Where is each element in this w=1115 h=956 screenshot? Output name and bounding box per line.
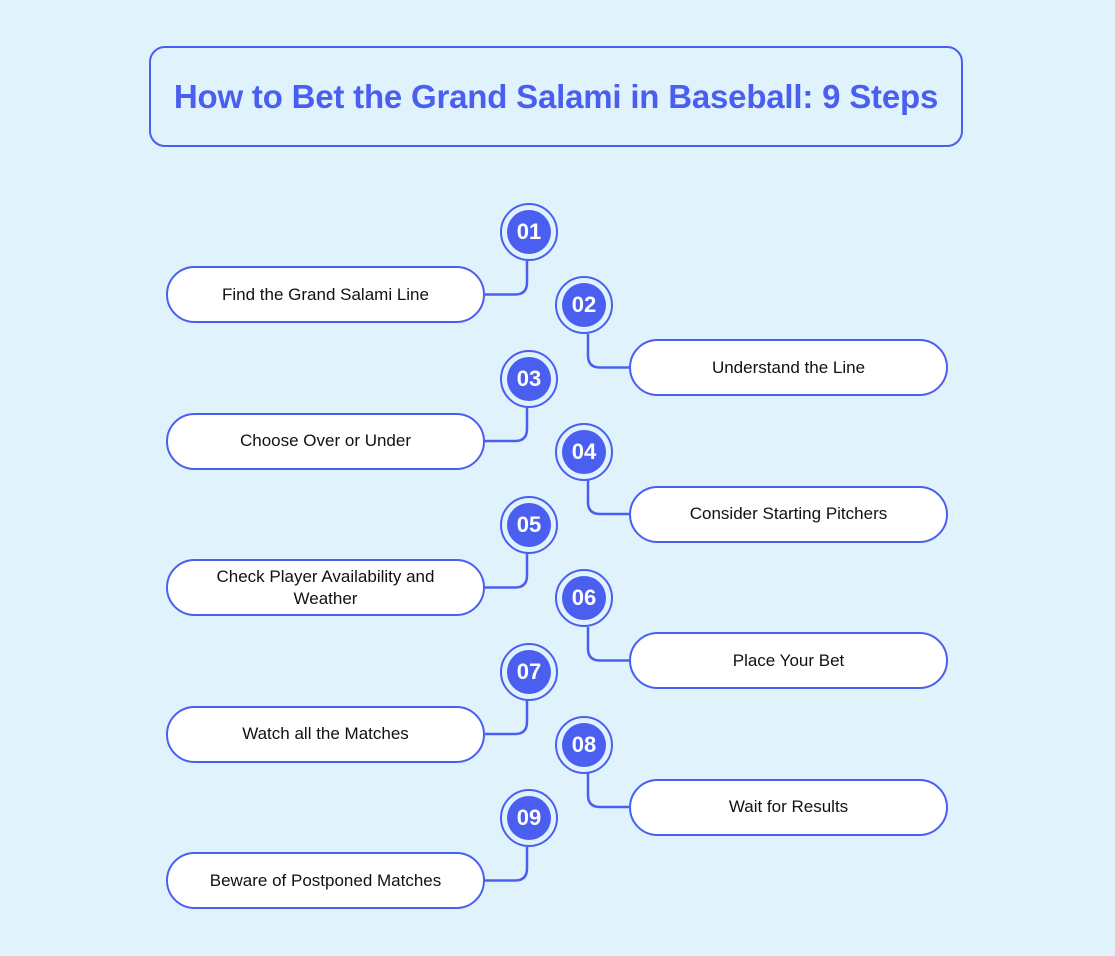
step-number-ring: 02 [555, 276, 613, 334]
step-label-pill: Beware of Postponed Matches [166, 852, 485, 909]
step-label-pill: Find the Grand Salami Line [166, 266, 485, 323]
connector-06 [586, 627, 629, 662]
connector-03 [485, 407, 529, 443]
connector-05 [485, 554, 529, 589]
step-number-ring: 04 [555, 422, 613, 481]
connector-02 [586, 334, 629, 369]
connector-08 [586, 773, 629, 809]
step-number-ring: 01 [500, 203, 558, 261]
step-number-badge: 09 [507, 796, 551, 840]
step-number-badge: 02 [562, 283, 606, 327]
step-number-ring: 05 [500, 496, 558, 554]
step-number-ring: 03 [500, 349, 558, 408]
infographic-title: How to Bet the Grand Salami in Baseball:… [173, 77, 939, 115]
step-number-badge: 04 [562, 429, 606, 474]
step-number-badge: 03 [507, 356, 551, 401]
step-number-badge: 06 [562, 576, 606, 620]
step-number-badge: 05 [507, 503, 551, 547]
title-box: How to Bet the Grand Salami in Baseball:… [149, 46, 963, 147]
step-number-ring: 09 [500, 789, 558, 847]
step-number-ring: 06 [555, 569, 613, 627]
step-label-pill: Place Your Bet [629, 632, 948, 689]
step-label-pill: Wait for Results [629, 778, 948, 836]
step-label-pill: Watch all the Matches [166, 705, 485, 763]
connector-07 [485, 700, 529, 736]
step-label-pill: Consider Starting Pitchers [629, 485, 948, 543]
connector-04 [586, 480, 629, 516]
step-number-badge: 07 [507, 649, 551, 694]
step-number-ring: 07 [500, 642, 558, 701]
connector-09 [485, 847, 529, 882]
step-label-pill: Choose Over or Under [166, 412, 485, 470]
step-number-badge: 08 [562, 722, 606, 767]
step-label-pill: Understand the Line [629, 339, 948, 396]
step-label-pill: Check Player Availability and Weather [166, 559, 485, 616]
step-number-ring: 08 [555, 715, 613, 774]
step-number-badge: 01 [507, 210, 551, 254]
connector-01 [485, 261, 529, 296]
